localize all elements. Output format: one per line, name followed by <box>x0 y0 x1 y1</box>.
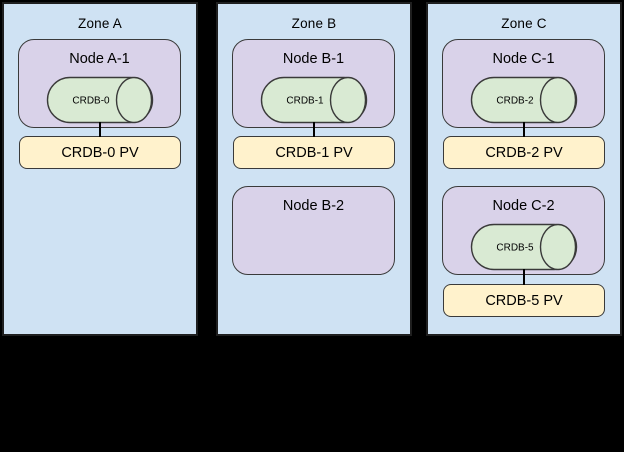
node-c2: Node C-2 CRDB-5 <box>442 186 605 275</box>
node-a1: Node A-1 CRDB-0 <box>18 39 181 128</box>
zone-b-label: Zone B <box>291 16 337 31</box>
zone-c: Zone C Node C-1 CRDB-2 CRDB-2 PV Node C-… <box>426 2 622 336</box>
database-cylinder-crdb-5: CRDB-5 <box>470 223 577 271</box>
node-b2-label: Node B-2 <box>282 198 345 214</box>
cylinder-label: CRDB-2 <box>496 96 534 107</box>
database-cylinder-crdb-2: CRDB-2 <box>470 76 577 124</box>
database-cylinder-crdb-1: CRDB-1 <box>260 76 367 124</box>
connector-crdb0-to-pv <box>99 122 101 137</box>
database-cylinder-crdb-0: CRDB-0 <box>46 76 153 124</box>
node-c1: Node C-1 CRDB-2 <box>442 39 605 128</box>
zone-a: Zone A Node A-1 CRDB-0 CRDB-0 PV <box>2 2 198 336</box>
node-c2-label: Node C-2 <box>492 198 555 214</box>
pv-crdb-2: CRDB-2 PV <box>443 136 605 169</box>
pv-crdb-0: CRDB-0 PV <box>19 136 181 169</box>
cylinder-label: CRDB-5 <box>496 243 534 254</box>
pv-crdb-5: CRDB-5 PV <box>443 284 605 317</box>
zone-c-label: Zone C <box>501 16 547 31</box>
pv-crdb-1-label: CRDB-1 PV <box>275 144 353 161</box>
node-b1: Node B-1 CRDB-1 <box>232 39 395 128</box>
zone-a-label: Zone A <box>78 16 122 31</box>
node-c1-label: Node C-1 <box>492 51 555 67</box>
cylinder-label: CRDB-0 <box>72 96 110 107</box>
cylinder-label: CRDB-1 <box>286 96 324 107</box>
pv-crdb-1: CRDB-1 PV <box>233 136 395 169</box>
pv-crdb-5-label: CRDB-5 PV <box>485 292 563 309</box>
zone-b: Zone B Node B-1 CRDB-1 CRDB-1 PV Node B-… <box>216 2 412 336</box>
connector-crdb1-to-pv <box>313 122 315 137</box>
connector-crdb2-to-pv <box>523 122 525 137</box>
node-b2: Node B-2 <box>232 186 395 275</box>
node-b1-label: Node B-1 <box>282 51 345 67</box>
node-a1-label: Node A-1 <box>69 51 130 67</box>
connector-crdb5-to-pv <box>523 269 525 285</box>
pv-crdb-2-label: CRDB-2 PV <box>485 144 563 161</box>
pv-crdb-0-label: CRDB-0 PV <box>61 144 139 161</box>
